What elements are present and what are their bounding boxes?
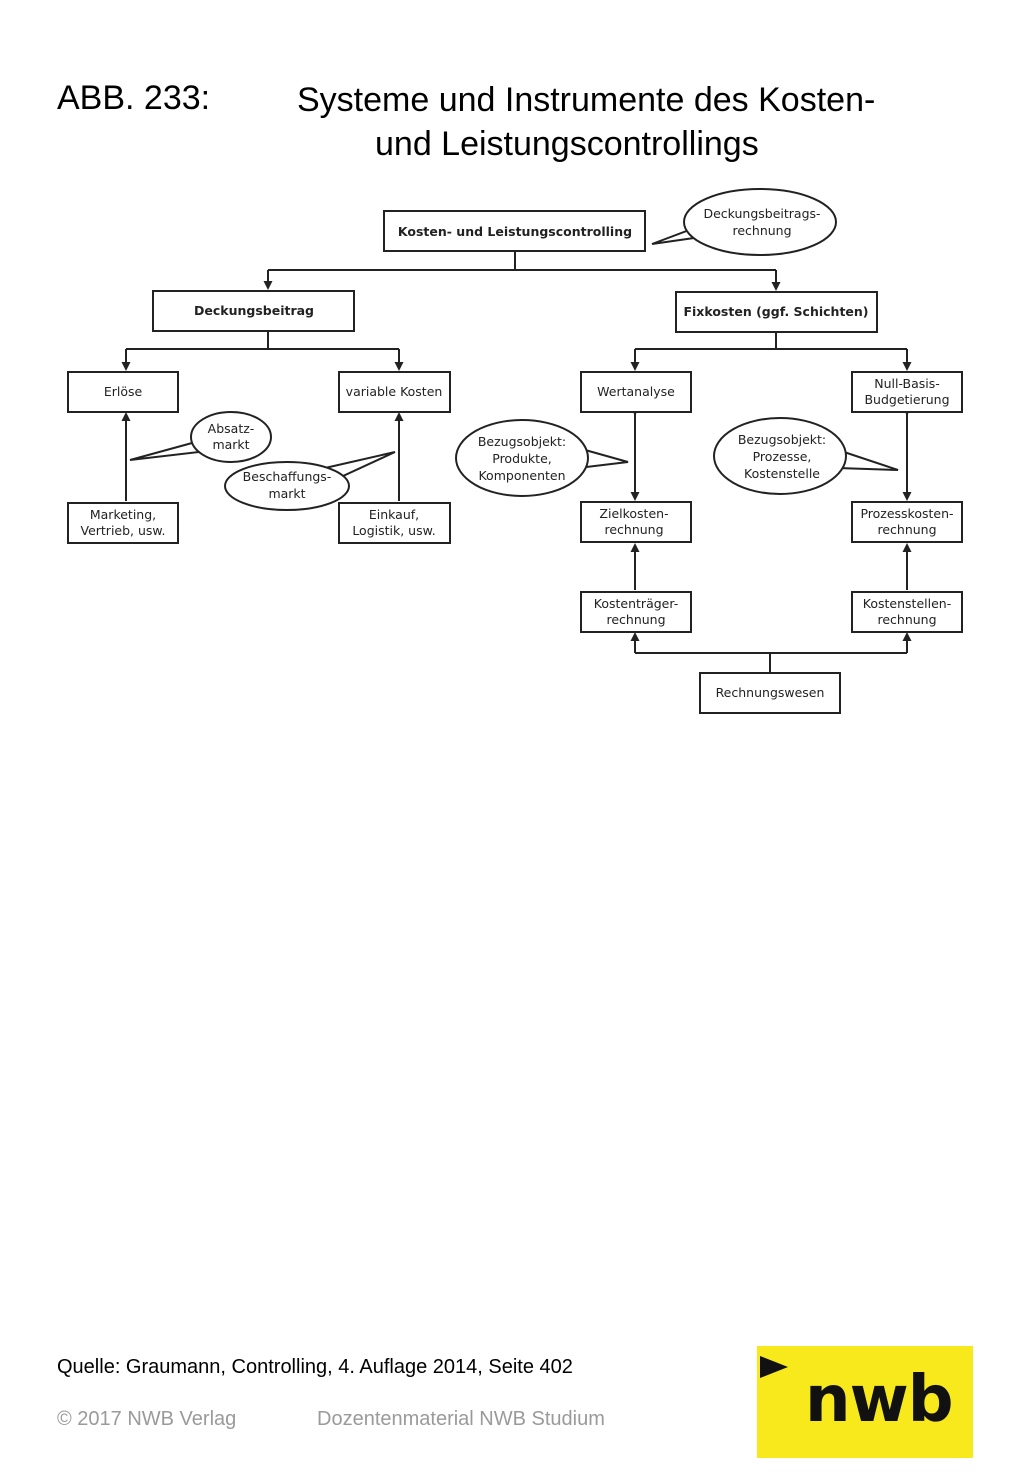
figure-title-line-2: und Leistungscontrollings (375, 125, 759, 163)
node-fixkosten: Fixkosten (ggf. Schichten) (675, 291, 878, 333)
bubble-deckungsbeitragsrechnung: Deckungsbeitrags- rechnung (651, 188, 837, 256)
logo-arrow-icon (760, 1356, 788, 1378)
bubble-absatzmarkt-line-1: Absatz- (208, 421, 255, 436)
node-wertanalyse: Wertanalyse (580, 371, 692, 413)
node-kostenstellen-line-1: Kostenstellen- (863, 596, 951, 611)
node-prozesskostenrechnung: Prozesskosten- rechnung (851, 501, 963, 543)
node-null-basis-budgetierung: Null-Basis- Budgetierung (851, 371, 963, 413)
bubble-beschaffungsmarkt-line-1: Beschaffungs- (243, 469, 332, 484)
node-prozesskosten-line-2: rechnung (877, 522, 936, 537)
node-erloese-label: Erlöse (104, 384, 143, 399)
node-null-basis-line-1: Null-Basis- (874, 376, 940, 391)
node-prozesskosten-line-1: Prozesskosten- (860, 506, 953, 521)
node-fixkosten-label: Fixkosten (ggf. Schichten) (683, 304, 868, 319)
node-variable-kosten-label: variable Kosten (346, 384, 443, 399)
connector-lines (121, 251, 912, 672)
node-marketing-vertrieb: Marketing, Vertrieb, usw. (67, 502, 179, 544)
node-kostenstellen-line-2: rechnung (877, 612, 936, 627)
node-kostentraeger-line-1: Kostenträger- (594, 596, 678, 611)
bubble-bezugsobjekt-produkte-line-3: Komponenten (478, 468, 565, 483)
figure-title: Systeme und Instrumente des Kosten- und … (297, 78, 977, 166)
node-einkauf-logistik: Einkauf, Logistik, usw. (338, 502, 451, 544)
bubble-beschaffungsmarkt-line-2: markt (268, 486, 305, 501)
node-kostentraegerrechnung: Kostenträger- rechnung (580, 591, 692, 633)
node-marketing-line-1: Marketing, (90, 507, 156, 522)
controlling-diagram: Deckungsbeitrags- rechnung Absatz- markt… (67, 188, 963, 714)
course-material-label: Dozentenmaterial NWB Studium (317, 1408, 605, 1430)
bubble-bezugsobjekt-prozesse: Bezugsobjekt: Prozesse, Kostenstelle (713, 417, 899, 495)
logo-text: nwb (805, 1363, 953, 1437)
node-einkauf-line-2: Logistik, usw. (352, 523, 435, 538)
bubble-bezugsobjekt-prozesse-line-3: Kostenstelle (744, 466, 820, 481)
node-deckungsbeitrag: Deckungsbeitrag (152, 290, 355, 332)
node-kosten-und-leistungscontrolling: Kosten- und Leistungscontrolling (383, 210, 646, 252)
node-kostenstellenrechnung: Kostenstellen- rechnung (851, 591, 963, 633)
bubble-bezugsobjekt-produkte-line-2: Produkte, (492, 451, 552, 466)
node-rechnungswesen-label: Rechnungswesen (716, 685, 825, 700)
bubble-bezugsobjekt-prozesse-line-2: Prozesse, (753, 449, 812, 464)
node-deckungsbeitrag-label: Deckungsbeitrag (194, 303, 314, 318)
nwb-logo: nwb (757, 1346, 973, 1458)
bubble-deckungsbeitragsrechnung-line-2: rechnung (732, 223, 791, 238)
copyright-notice: © 2017 NWB Verlag (57, 1408, 237, 1430)
node-einkauf-line-1: Einkauf, (369, 507, 419, 522)
node-wertanalyse-label: Wertanalyse (597, 384, 675, 399)
bubble-bezugsobjekt-produkte-line-1: Bezugsobjekt: (478, 434, 566, 449)
node-zielkosten-line-2: rechnung (604, 522, 663, 537)
node-marketing-line-2: Vertrieb, usw. (81, 523, 166, 538)
bubble-bezugsobjekt-produkte: Bezugsobjekt: Produkte, Komponenten (455, 419, 629, 497)
node-zielkosten-line-1: Zielkosten- (599, 506, 668, 521)
node-kosten-und-leistungscontrolling-label: Kosten- und Leistungscontrolling (398, 224, 632, 239)
node-variable-kosten: variable Kosten (338, 371, 451, 413)
figure-label: ABB. 233: (57, 79, 211, 117)
source-citation: Quelle: Graumann, Controlling, 4. Auflag… (57, 1356, 573, 1378)
node-kostentraeger-line-2: rechnung (606, 612, 665, 627)
bubble-deckungsbeitragsrechnung-line-1: Deckungsbeitrags- (703, 206, 820, 221)
node-rechnungswesen: Rechnungswesen (699, 672, 841, 714)
bubble-bezugsobjekt-prozesse-line-1: Bezugsobjekt: (738, 432, 826, 447)
bubble-absatzmarkt: Absatz- markt (129, 411, 272, 463)
bubble-absatzmarkt-line-2: markt (212, 437, 249, 452)
node-erloese: Erlöse (67, 371, 179, 413)
node-zielkostenrechnung: Zielkosten- rechnung (580, 501, 692, 543)
bubble-beschaffungsmarkt: Beschaffungs- markt (224, 451, 396, 511)
node-null-basis-line-2: Budgetierung (864, 392, 949, 407)
figure-title-line-1: Systeme und Instrumente des Kosten- (297, 81, 876, 119)
